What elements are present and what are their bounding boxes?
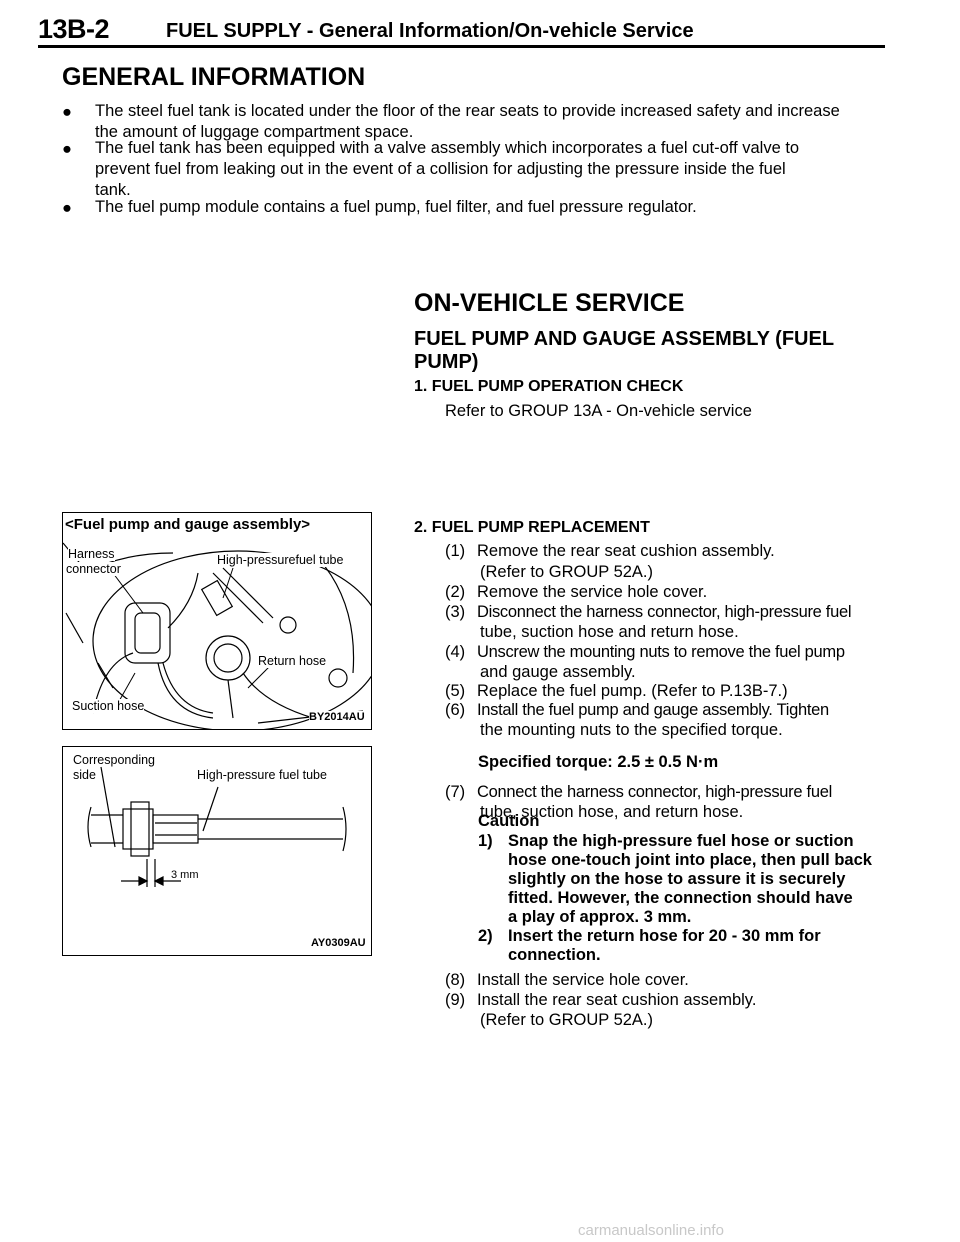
item-line: Install the fuel pump and gauge assembly… xyxy=(477,701,829,719)
item-line: (Refer to GROUP 52A.) xyxy=(480,563,654,581)
step1-title: 1. FUEL PUMP OPERATION CHECK xyxy=(414,378,684,395)
on-vehicle-service-heading: ON-VEHICLE SERVICE xyxy=(414,289,685,317)
page-number: 13B-2 xyxy=(38,14,110,44)
item-line: Disconnect the harness connector, high-p… xyxy=(477,603,852,621)
item-line: Install the rear seat cushion assembly. xyxy=(477,991,757,1009)
item-line: Connect the harness connector, high-pres… xyxy=(477,783,832,801)
caution-line: hose one-touch joint into place, then pu… xyxy=(508,851,872,869)
step1-text: Refer to GROUP 13A - On-vehicle service xyxy=(445,402,752,420)
bullet-line: prevent fuel from leaking out in the eve… xyxy=(95,160,786,178)
item-number: (5) xyxy=(445,682,466,700)
item-number: (3) xyxy=(445,603,466,621)
bullet-line: The fuel pump module contains a fuel pum… xyxy=(95,198,697,216)
item-number: (4) xyxy=(445,643,466,661)
step2-title: 2. FUEL PUMP REPLACEMENT xyxy=(414,519,650,536)
caution-number: 1) xyxy=(478,832,493,850)
item-number: (2) xyxy=(445,583,466,601)
item-line: tube, suction hose, and return hose. xyxy=(480,803,744,821)
gap-label: 3 mm xyxy=(171,869,199,881)
high-pressure-tube-label: High-pressure fuel tube xyxy=(197,768,327,782)
bullet-line: The steel fuel tank is located under the… xyxy=(95,102,840,120)
item-line: Install the service hole cover. xyxy=(477,971,689,989)
bullet-icon: ● xyxy=(62,140,72,158)
item-line: (Refer to GROUP 52A.) xyxy=(480,1011,654,1029)
page-header-title: FUEL SUPPLY - General Information/On-veh… xyxy=(166,20,694,42)
bullet-line: the amount of luggage compartment space. xyxy=(95,123,414,141)
connection-detail-figure: Corresponding side High-pressure fuel tu… xyxy=(62,746,372,956)
specified-torque: Specified torque: 2.5 ± 0.5 N·m xyxy=(478,753,719,771)
figure1-caption: <Fuel pump and gauge assembly> xyxy=(65,516,311,533)
caution-line: a play of approx. 3 mm. xyxy=(508,908,692,926)
bullet-icon: ● xyxy=(62,103,72,121)
corresponding-label: Corresponding xyxy=(73,753,155,767)
item-line: and gauge assembly. xyxy=(480,663,636,681)
watermark: carmanualsonline.info xyxy=(578,1222,724,1239)
item-line: the mounting nuts to the specified torqu… xyxy=(480,721,783,739)
fuel-pump-illustration xyxy=(62,542,384,732)
item-number: (6) xyxy=(445,701,466,719)
return-hose-label: Return hose xyxy=(258,654,327,668)
side-label: side xyxy=(73,768,96,782)
fuel-pump-assembly-figure: <Fuel pump and gauge assembly> Harness c… xyxy=(62,512,384,732)
figure1-code: BY2014AU xyxy=(309,711,365,723)
item-number: (1) xyxy=(445,542,466,560)
bullet-icon: ● xyxy=(62,199,72,217)
harness-label: Harness xyxy=(68,547,115,561)
caution-line: fitted. However, the connection should h… xyxy=(508,889,853,907)
figure2-code: AY0309AU xyxy=(311,937,366,949)
caution-number: 2) xyxy=(478,927,493,945)
connection-illustration xyxy=(87,766,347,887)
caution-line: Insert the return hose for 20 - 30 mm fo… xyxy=(508,927,821,945)
fuel-pump-subheading: FUEL PUMP AND GAUGE ASSEMBLY (FUEL PUMP) xyxy=(414,328,834,373)
item-line: Remove the service hole cover. xyxy=(477,583,708,601)
item-number: (7) xyxy=(445,783,466,801)
item-line: Remove the rear seat cushion assembly. xyxy=(477,542,775,560)
high-pressure-tube-label: High-pressurefuel tube xyxy=(217,553,344,567)
suction-hose-label: Suction hose xyxy=(72,699,145,713)
item-number: (9) xyxy=(445,991,466,1009)
bullet-line: The fuel tank has been equipped with a v… xyxy=(95,139,800,157)
item-line: Replace the fuel pump. (Refer to P.13B-7… xyxy=(477,682,788,700)
caution-line: slightly on the hose to assure it is sec… xyxy=(508,870,846,888)
caution-title: Caution xyxy=(478,812,540,830)
item-line: tube, suction hose and return hose. xyxy=(480,623,739,641)
bullet-paragraph-1: The steel fuel tank is located under the… xyxy=(95,101,885,143)
header-rule xyxy=(38,45,885,48)
caution-line: connection. xyxy=(508,946,601,964)
item-number: (8) xyxy=(445,971,466,989)
item-line: Unscrew the mounting nuts to remove the … xyxy=(477,643,845,661)
bullet-paragraph-2: The fuel tank has been equipped with a v… xyxy=(95,138,885,201)
general-information-heading: GENERAL INFORMATION xyxy=(62,63,366,91)
bullet-paragraph-3: The fuel pump module contains a fuel pum… xyxy=(95,197,885,218)
caution-line: Snap the high-pressure fuel hose or suct… xyxy=(508,832,854,850)
connector-label: connector xyxy=(66,562,121,576)
bullet-line: tank. xyxy=(95,181,131,199)
